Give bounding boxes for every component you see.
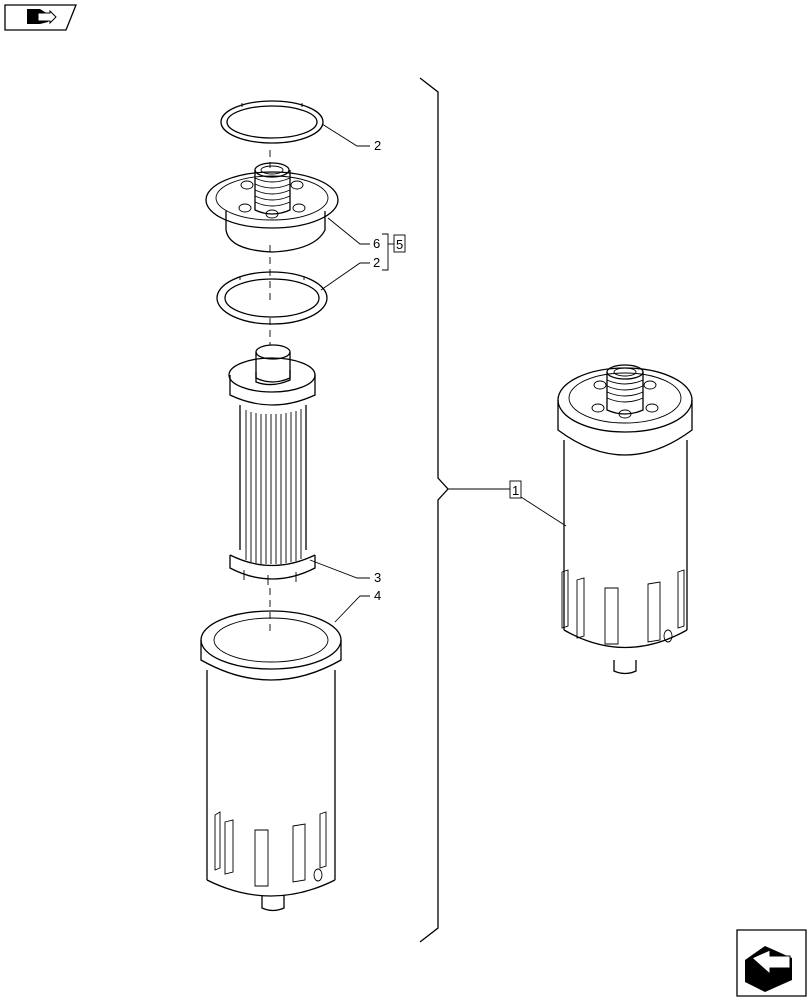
arrow-prev-icon [27,9,57,25]
callout-seal-lower: 2 [373,255,380,270]
callout-filter-bowl: 4 [374,588,381,603]
arrow-next-icon [745,946,792,992]
callout-assembly-box: 1 [509,480,522,499]
prev-page-badge[interactable] [4,4,77,31]
callout-filter-element: 3 [374,570,381,585]
filter-bowl[interactable] [200,610,342,912]
callout-seal-upper: 2 [374,138,381,153]
leader-lines [309,123,567,623]
next-page-badge[interactable] [736,929,807,997]
filter-element[interactable] [228,344,316,585]
seal-upper[interactable] [220,100,324,144]
callout-kit-number: 5 [396,237,403,252]
filter-assembly[interactable] [557,364,693,675]
seal-lower[interactable] [216,271,328,325]
callout-adapter-head: 6 [373,236,380,251]
callout-kit-box: 5 [393,234,406,253]
adapter-head[interactable] [205,162,339,253]
callout-assembly-number: 1 [512,483,519,498]
assembly-bracket [419,77,510,943]
